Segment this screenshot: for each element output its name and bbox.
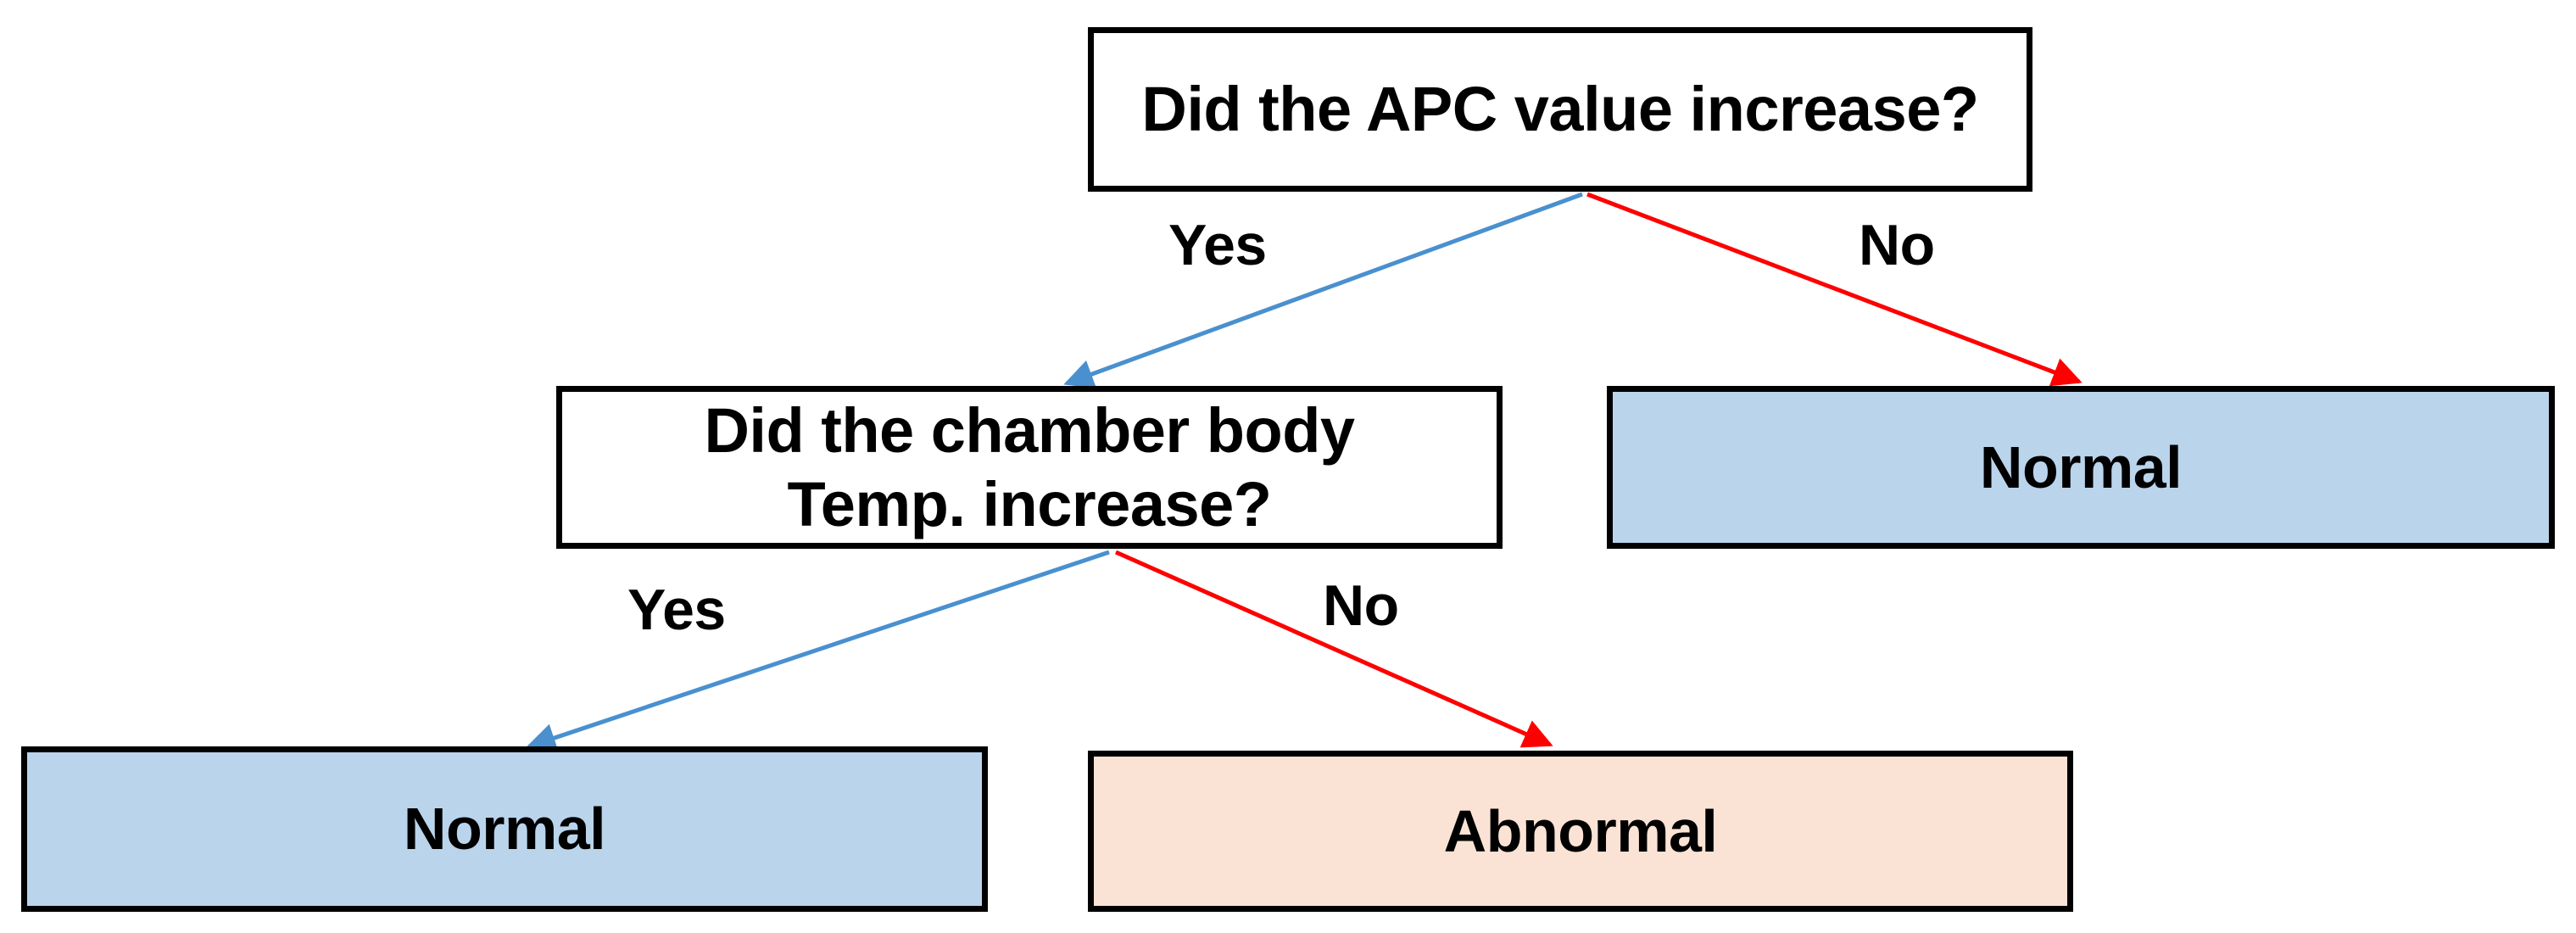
edge-label-chamber-yes: Yes	[627, 578, 726, 642]
edge-root-yes	[1063, 192, 1583, 388]
node-normal-right-label: Normal	[1979, 433, 2183, 500]
node-normal-bottom-left[interactable]: Normal	[21, 746, 988, 912]
node-root-line-1: Did the APC value increase?	[1141, 74, 1979, 145]
node-did-the-apc-value-increase[interactable]: Did the APC value increase?	[1088, 27, 2032, 192]
node-normal-right[interactable]: Normal	[1607, 386, 2555, 549]
edge-chamber-yes	[526, 550, 1110, 752]
edge-label-chamber-no: No	[1323, 573, 1399, 638]
edge-label-root-yes: Yes	[1168, 213, 1267, 277]
node-abnormal-label: Abnormal	[1443, 797, 1718, 864]
edge-root-no	[1586, 192, 2083, 387]
node-abnormal[interactable]: Abnormal	[1088, 751, 2073, 912]
edge-label-root-no: No	[1859, 213, 1935, 277]
node-chamber-line-1: Did the chamber body	[704, 394, 1355, 466]
node-normal-bottom-left-label: Normal	[403, 796, 606, 863]
node-did-the-chamber-body-temp-increase[interactable]: Did the chamber body Temp. increase?	[556, 386, 1503, 549]
node-chamber-line-2: Temp. increase?	[787, 469, 1272, 539]
